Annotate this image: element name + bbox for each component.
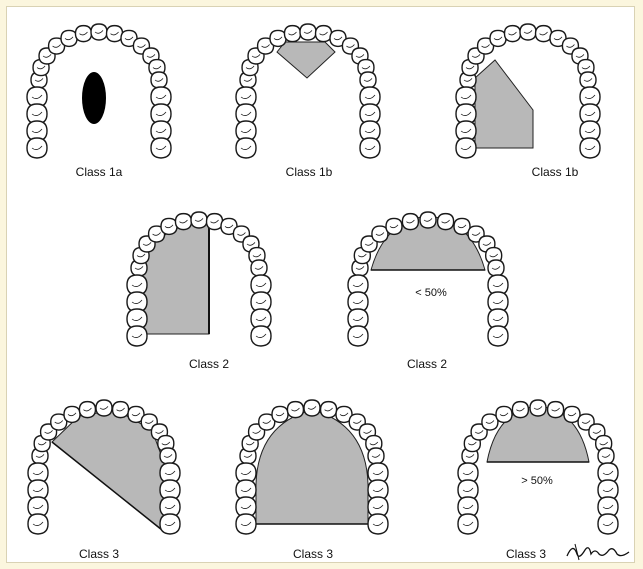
- tooth-icon: [79, 402, 95, 418]
- tooth-icon: [368, 448, 384, 464]
- tooth-icon: [304, 400, 320, 416]
- tooth-icon: [321, 402, 337, 418]
- tooth-icon: [580, 72, 596, 88]
- caption-class-1b-anterior: Class 1b: [239, 165, 379, 179]
- maxilla-class-2-hemi: [124, 206, 274, 356]
- defect-anterior-wedge: [277, 42, 335, 78]
- tooth-icon: [348, 326, 368, 346]
- tooth-icon: [598, 514, 618, 534]
- tooth-icon: [207, 214, 223, 230]
- caption-class-2-hemi: Class 2: [139, 357, 279, 371]
- maxilla-class-1b-lateral: [453, 18, 603, 168]
- tooth-icon: [191, 212, 207, 228]
- tooth-icon: [512, 402, 528, 418]
- tooth-icon: [438, 214, 454, 230]
- caption-class-1a: Class 1a: [29, 165, 169, 179]
- maxilla-class-3-total: [232, 394, 392, 544]
- defect-percentage-label: < 50%: [415, 287, 447, 299]
- tooth-icon: [458, 514, 478, 534]
- tooth-icon: [598, 448, 614, 464]
- tooth-icon: [107, 26, 123, 42]
- maxilla-class-3-anterior: [453, 394, 623, 544]
- tooth-icon: [272, 406, 288, 422]
- tooth-icon: [28, 514, 48, 534]
- tooth-icon: [504, 26, 520, 42]
- tooth-icon: [251, 326, 271, 346]
- figure-panel: Class 1a Class 1b Class 1b Class 2 < 50%…: [6, 6, 635, 563]
- tooth-icon: [300, 24, 316, 40]
- tooth-icon: [580, 138, 600, 158]
- tooth-icon: [488, 326, 508, 346]
- maxilla-class-2-anterior: [343, 206, 513, 356]
- tooth-icon: [270, 30, 286, 46]
- tooth-icon: [402, 214, 418, 230]
- tooth-icon: [284, 26, 300, 42]
- tooth-icon: [160, 448, 176, 464]
- tooth-icon: [251, 260, 267, 276]
- tooth-icon: [236, 138, 256, 158]
- tooth-icon: [316, 26, 332, 42]
- tooth-icon: [536, 26, 552, 42]
- caption-class-2-anterior: Class 2: [357, 357, 497, 371]
- caption-class-3-diagonal: Class 3: [29, 547, 169, 561]
- tooth-icon: [520, 24, 536, 40]
- tooth-icon: [360, 72, 376, 88]
- tooth-icon: [151, 72, 167, 88]
- maxilla-class-3-diagonal: [24, 394, 184, 544]
- tooth-icon: [456, 138, 476, 158]
- artist-signature: [563, 538, 633, 564]
- tooth-icon: [360, 138, 380, 158]
- tooth-icon: [27, 138, 47, 158]
- tooth-icon: [160, 514, 180, 534]
- maxilla-class-1a: [24, 18, 174, 168]
- tooth-icon: [287, 402, 303, 418]
- tooth-icon: [161, 218, 177, 234]
- tooth-icon: [420, 212, 436, 228]
- tooth-icon: [96, 400, 112, 416]
- defect-central-oval: [82, 72, 106, 124]
- defect-percentage-label: > 50%: [521, 475, 553, 487]
- tooth-icon: [175, 214, 191, 230]
- caption-class-1b-lateral: Class 1b: [485, 165, 625, 179]
- tooth-icon: [91, 24, 107, 40]
- caption-class-3-total: Class 3: [243, 547, 383, 561]
- tooth-icon: [61, 30, 77, 46]
- tooth-icon: [548, 402, 564, 418]
- tooth-icon: [386, 218, 402, 234]
- tooth-icon: [490, 30, 506, 46]
- tooth-icon: [127, 326, 147, 346]
- tooth-icon: [151, 138, 171, 158]
- tooth-icon: [236, 514, 256, 534]
- tooth-icon: [368, 514, 388, 534]
- tooth-icon: [530, 400, 546, 416]
- maxilla-class-1b-anterior: [233, 18, 383, 168]
- defect-lateral-segment: [475, 60, 533, 148]
- tooth-icon: [496, 406, 512, 422]
- tooth-icon: [488, 260, 504, 276]
- tooth-icon: [113, 402, 129, 418]
- tooth-icon: [64, 406, 80, 422]
- tooth-icon: [75, 26, 91, 42]
